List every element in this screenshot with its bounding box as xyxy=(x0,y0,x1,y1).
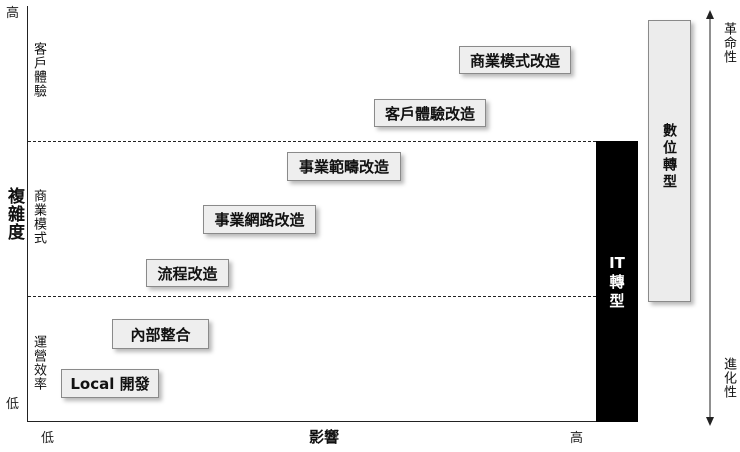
y-axis-low-label: 低 xyxy=(6,397,20,412)
y-axis-title: 複雜度 xyxy=(4,187,24,241)
box-process-change: 流程改造 xyxy=(146,259,229,287)
it-transformation-line3: 型 xyxy=(609,292,625,310)
digital-transformation-bar: 數位轉型 xyxy=(648,20,691,302)
box-local-development: Local 開發 xyxy=(61,369,159,398)
y-axis-high-label: 高 xyxy=(6,6,20,21)
it-transformation-line2: 轉 xyxy=(609,273,625,291)
box-business-scope-change: 事業範疇改造 xyxy=(287,152,401,181)
band-divider-upper xyxy=(28,141,596,142)
digital-transformation-label: 數位轉型 xyxy=(661,123,677,191)
x-axis-low-label: 低 xyxy=(41,431,55,446)
x-axis-title: 影響 xyxy=(309,428,340,446)
band-divider-lower xyxy=(28,296,596,297)
band-label-customer-experience: 客戶體驗 xyxy=(31,42,46,98)
box-internal-integration: 內部整合 xyxy=(112,319,209,349)
band-label-business-model: 商業模式 xyxy=(31,189,46,245)
right-axis-bottom-label: 進化性 xyxy=(721,357,736,399)
x-axis-high-label: 高 xyxy=(570,431,584,446)
box-customer-experience-change: 客戶體驗改造 xyxy=(374,99,486,127)
box-business-network-change: 事業網路改造 xyxy=(203,205,316,234)
y-axis-line xyxy=(27,6,28,421)
right-axis-top-label: 革命性 xyxy=(721,22,736,64)
x-axis-line xyxy=(27,421,625,422)
it-transformation-bar: IT 轉 型 xyxy=(596,141,638,422)
it-transformation-line1: IT xyxy=(609,254,625,272)
revolutionary-evolutionary-arrow xyxy=(706,10,714,426)
band-label-operational-efficiency: 運營效率 xyxy=(31,335,46,391)
box-business-model-change: 商業模式改造 xyxy=(459,46,571,74)
